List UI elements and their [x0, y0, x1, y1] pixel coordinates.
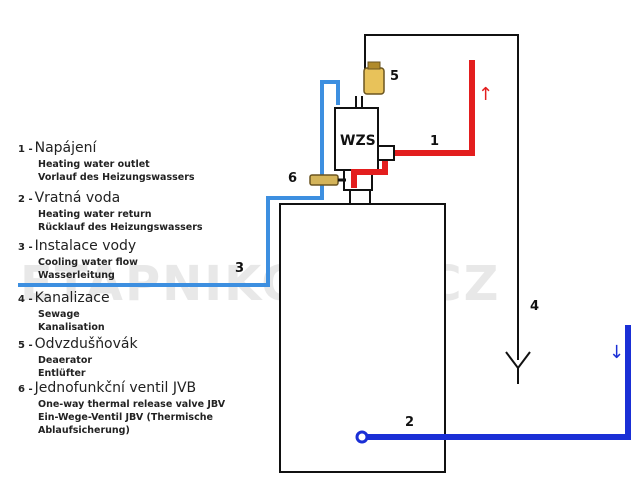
legend-item-4: 4 -Kanalizace Sewage Kanalisation	[18, 290, 110, 334]
legend-item-title: 1 -Napájení	[18, 140, 97, 156]
legend-item-5: 5 -Odvzdušňovák Deaerator Entlüfter	[18, 336, 138, 380]
boiler-connector	[349, 189, 371, 205]
legend-item-line: One-way thermal release valve JBV	[38, 399, 226, 410]
marker-5: 5	[390, 69, 399, 84]
legend-item-line: Entlüfter	[38, 368, 86, 379]
legend-item-title: 6 -Jednofunkční ventil JVB	[18, 380, 197, 396]
valve-body	[309, 174, 339, 186]
legend-item-line: Cooling water flow	[38, 257, 138, 268]
return-inlet	[355, 430, 369, 444]
marker-3: 3	[235, 261, 244, 276]
legend-item-1: 1 -Napájení Heating water outlet Vorlauf…	[18, 140, 195, 184]
legend-item-line: Wasserleitung	[38, 270, 115, 281]
sewage-line	[364, 34, 519, 360]
legend-item-line: Rücklauf des Heizungswassers	[38, 222, 203, 233]
legend-item-title: 2 -Vratná voda	[18, 190, 121, 206]
marker-1: 1	[430, 134, 439, 149]
legend-item-line: Heating water outlet	[38, 159, 150, 170]
legend: 1 -Napájení Heating water outlet Vorlauf…	[0, 0, 270, 480]
flow-down-arrow: ↓	[609, 342, 624, 363]
return-water-pipe	[362, 325, 631, 440]
legend-item-line: Deaerator	[38, 355, 93, 366]
legend-item-2: 2 -Vratná voda Heating water return Rück…	[18, 190, 203, 234]
legend-item-6: 6 -Jednofunkční ventil JVB One-way therm…	[18, 380, 225, 437]
deaerator-cap	[367, 61, 381, 70]
flow-up-arrow: ↑	[478, 84, 493, 105]
deaerator-body	[363, 67, 385, 95]
marker-4: 4	[530, 299, 539, 314]
wzs-label: WZS	[340, 133, 376, 149]
boiler-tank	[279, 203, 446, 473]
legend-item-title: 4 -Kanalizace	[18, 290, 110, 306]
legend-item-line: Sewage	[38, 309, 80, 320]
legend-item-line: Ein-Wege-Ventil JBV (Thermische	[38, 412, 213, 423]
hot-pipe-joint	[377, 145, 395, 161]
legend-item-line: Vorlauf des Heizungswassers	[38, 172, 195, 183]
legend-item-line: Heating water return	[38, 209, 152, 220]
legend-item-line: Ablaufsicherung)	[38, 425, 130, 436]
hot-water-pipe	[351, 60, 475, 188]
marker-2: 2	[405, 415, 414, 430]
legend-item-title: 3 -Instalace vody	[18, 238, 137, 254]
legend-item-line: Kanalisation	[38, 322, 105, 333]
legend-item-3: 3 -Instalace vody Cooling water flow Was…	[18, 238, 138, 282]
legend-item-title: 5 -Odvzdušňovák	[18, 336, 138, 352]
cold-water-pipe	[18, 80, 340, 287]
marker-6: 6	[288, 171, 297, 186]
